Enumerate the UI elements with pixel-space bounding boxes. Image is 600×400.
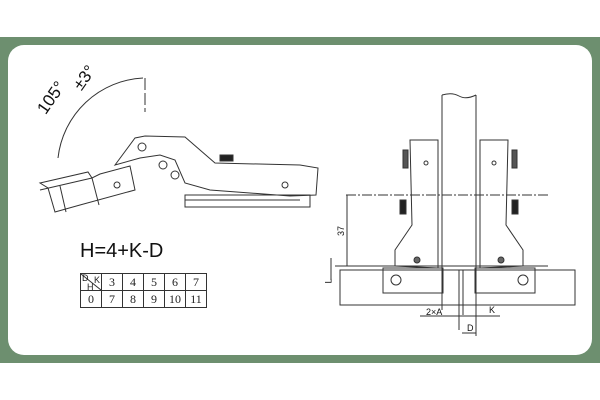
door-panel xyxy=(441,95,477,310)
k-value: 6 xyxy=(164,273,186,291)
dim-l: L xyxy=(323,278,334,284)
h-value: 7 xyxy=(101,290,123,308)
hinge-side-view xyxy=(38,77,319,213)
cabinet-side xyxy=(339,269,576,306)
right-cup xyxy=(474,267,536,294)
dim-2xa: 2×A xyxy=(426,307,443,317)
hinge-top-view xyxy=(330,93,576,336)
hinge-arm xyxy=(113,135,319,197)
k-value: 7 xyxy=(185,273,207,291)
formula: H=4+K-D xyxy=(80,240,164,262)
overlay-table: D K H 3 4 5 6 7 0 7 8 9 10 11 xyxy=(80,273,207,308)
left-hinge xyxy=(394,139,439,269)
right-hinge xyxy=(479,139,524,269)
dim-37: 37 xyxy=(336,225,347,237)
k-value: 3 xyxy=(101,273,123,291)
corner-k: K xyxy=(93,275,100,285)
corner-d: D xyxy=(82,273,89,283)
angle-arc xyxy=(57,77,144,159)
k-value: 4 xyxy=(122,273,144,291)
h-value: 9 xyxy=(143,290,165,308)
corner-h: H xyxy=(87,282,94,292)
k-value: 5 xyxy=(143,273,165,291)
left-cup xyxy=(382,267,444,294)
dim-k: K xyxy=(489,305,496,315)
h-value: 8 xyxy=(122,290,144,308)
table-corner-cell: D K H xyxy=(80,273,102,292)
dim-d: D xyxy=(467,323,474,333)
hinge-cup xyxy=(38,165,136,213)
h-value: 11 xyxy=(185,290,207,308)
mounting-plate xyxy=(184,194,311,208)
h-value: 0 xyxy=(80,290,102,308)
h-value: 10 xyxy=(164,290,186,308)
adjust-screw xyxy=(219,154,234,162)
